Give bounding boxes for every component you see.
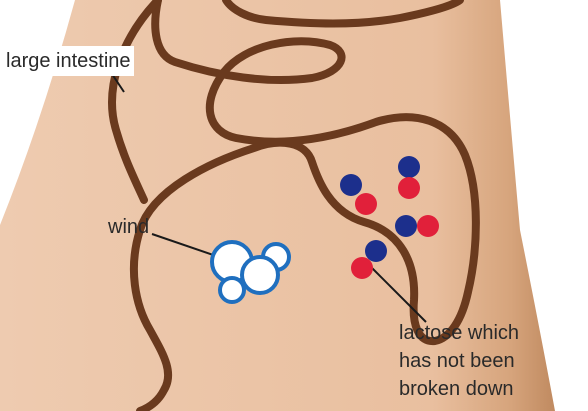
- lactose-molecule-icon: [340, 156, 439, 279]
- label-large-intestine: large intestine: [5, 46, 134, 76]
- gas-bubble-icon: [210, 240, 291, 304]
- leader-line-wind: [151, 233, 223, 259]
- label-lactose-line-3: broken down: [399, 378, 514, 400]
- large-intestine-tube-upper: [222, 0, 464, 28]
- label-lactose-line-2: has not been: [399, 350, 515, 372]
- large-intestine-tube-left: [108, 0, 162, 204]
- label-undigested-lactose: lactose which has not been broken down: [399, 319, 519, 403]
- large-intestine-tube: [129, 0, 480, 411]
- leader-line-lactose: [371, 267, 427, 323]
- label-lactose-line-1: lactose which: [399, 322, 520, 344]
- label-wind: wind: [108, 216, 150, 238]
